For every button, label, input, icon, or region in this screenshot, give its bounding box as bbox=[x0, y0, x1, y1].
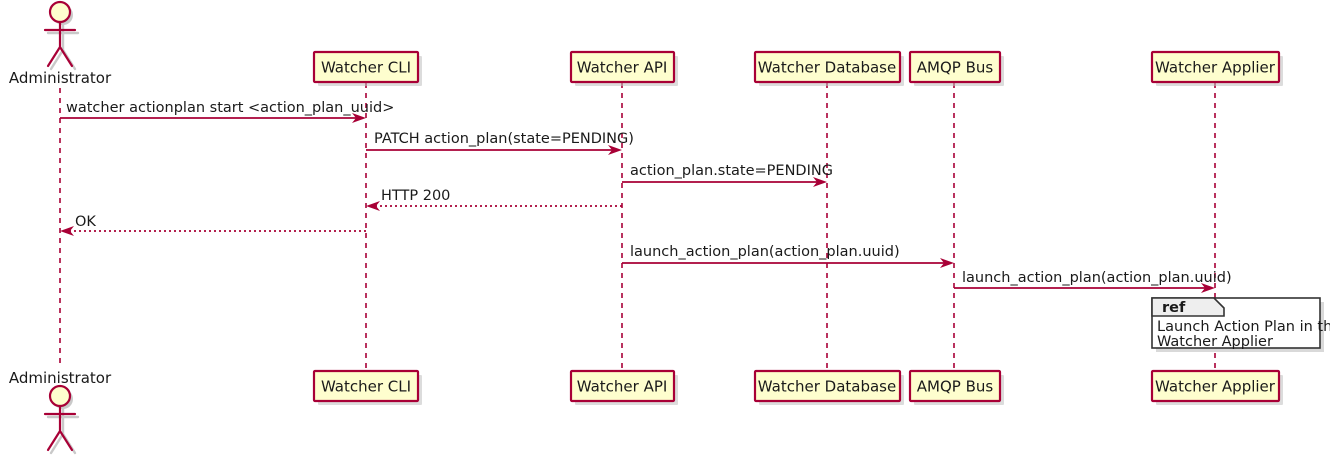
arrowhead-right-icon bbox=[608, 145, 622, 155]
ref-fragment-line-2: Watcher Applier bbox=[1157, 334, 1273, 350]
message-action-plan-state-pending[interactable]: action_plan.state=PENDING bbox=[622, 163, 833, 187]
participant-box-watcher-applier-top[interactable]: Watcher Applier bbox=[1150, 50, 1283, 86]
actor-head-icon bbox=[48, 0, 72, 24]
actor-body-icon bbox=[43, 20, 77, 68]
message-label: watcher actionplan start <action_plan_uu… bbox=[66, 100, 394, 116]
participant-box-watcher-cli-top[interactable]: Watcher CLI bbox=[312, 50, 422, 86]
participant-box-watcher-cli-bottom[interactable]: Watcher CLI bbox=[312, 369, 422, 405]
participant-box-watcher-applier-bottom[interactable]: Watcher Applier bbox=[1150, 369, 1283, 405]
message-label: OK bbox=[75, 214, 96, 230]
participant-label-watcher-applier-top: Watcher Applier bbox=[1155, 59, 1276, 77]
message-patch-action-plan[interactable]: PATCH action_plan(state=PENDING) bbox=[366, 131, 634, 155]
message-watcher-actionplan-start[interactable]: watcher actionplan start <action_plan_uu… bbox=[60, 100, 394, 123]
lifelines-group bbox=[59, 83, 1216, 371]
ref-fragment-tab-label: ref bbox=[1162, 300, 1186, 316]
arrowhead-left-icon bbox=[60, 226, 74, 236]
participant-box-watcher-api-top[interactable]: Watcher API bbox=[569, 50, 678, 86]
participant-label-watcher-api-bottom: Watcher API bbox=[577, 378, 668, 396]
message-launch-action-plan-bus-to-applier[interactable]: launch_action_plan(action_plan.uuid) bbox=[954, 270, 1232, 293]
participant-label-watcher-database-bottom: Watcher Database bbox=[758, 378, 896, 396]
arrowhead-left-icon bbox=[366, 201, 380, 211]
message-label: launch_action_plan(action_plan.uuid) bbox=[962, 270, 1232, 286]
actor-administrator-top[interactable]: Administrator bbox=[9, 0, 112, 87]
arrowhead-right-icon bbox=[352, 113, 366, 123]
actor-body-icon bbox=[43, 404, 77, 452]
participant-box-watcher-api-bottom[interactable]: Watcher API bbox=[569, 369, 678, 405]
message-launch-action-plan-api-to-bus[interactable]: launch_action_plan(action_plan.uuid) bbox=[622, 244, 954, 268]
message-label: action_plan.state=PENDING bbox=[630, 163, 833, 179]
message-label: HTTP 200 bbox=[381, 188, 450, 204]
ref-fragment-tab bbox=[1151, 297, 1225, 317]
ref-fragment-line-1: Launch Action Plan in the bbox=[1157, 319, 1330, 335]
arrowhead-right-icon bbox=[813, 177, 827, 187]
participant-label-amqp-bus-top: AMQP Bus bbox=[917, 59, 994, 77]
participant-label-amqp-bus-bottom: AMQP Bus bbox=[917, 378, 994, 396]
message-label: launch_action_plan(action_plan.uuid) bbox=[630, 244, 900, 260]
message-ok[interactable]: OK bbox=[60, 214, 366, 236]
participant-box-watcher-database-bottom[interactable]: Watcher Database bbox=[753, 369, 904, 405]
participant-label-watcher-cli-bottom: Watcher CLI bbox=[321, 378, 411, 396]
participant-boxes-top: Watcher CLI Watcher API Watcher Database… bbox=[312, 50, 1283, 86]
ref-fragment[interactable]: ref Launch Action Plan in the Watcher Ap… bbox=[1151, 297, 1330, 352]
actor-administrator-bottom[interactable]: Administrator bbox=[9, 369, 112, 455]
arrowhead-right-icon bbox=[1201, 283, 1215, 293]
messages-group: watcher actionplan start <action_plan_uu… bbox=[60, 100, 1232, 293]
participant-box-watcher-database-top[interactable]: Watcher Database bbox=[753, 50, 904, 86]
participant-box-amqp-bus-top[interactable]: AMQP Bus bbox=[908, 50, 1004, 86]
actor-label-administrator-bottom: Administrator bbox=[9, 369, 112, 387]
participant-box-amqp-bus-bottom[interactable]: AMQP Bus bbox=[908, 369, 1004, 405]
participant-label-watcher-cli-top: Watcher CLI bbox=[321, 59, 411, 77]
message-label: PATCH action_plan(state=PENDING) bbox=[374, 131, 634, 147]
actor-label-administrator-top: Administrator bbox=[9, 69, 112, 87]
participant-boxes-bottom: Watcher CLI Watcher API Watcher Database… bbox=[312, 369, 1283, 405]
actor-head-icon bbox=[48, 384, 72, 408]
participant-label-watcher-api-top: Watcher API bbox=[577, 59, 668, 77]
participant-label-watcher-applier-bottom: Watcher Applier bbox=[1155, 378, 1276, 396]
message-http-200[interactable]: HTTP 200 bbox=[366, 188, 622, 211]
participant-label-watcher-database-top: Watcher Database bbox=[758, 59, 896, 77]
arrowhead-right-icon bbox=[940, 258, 954, 268]
